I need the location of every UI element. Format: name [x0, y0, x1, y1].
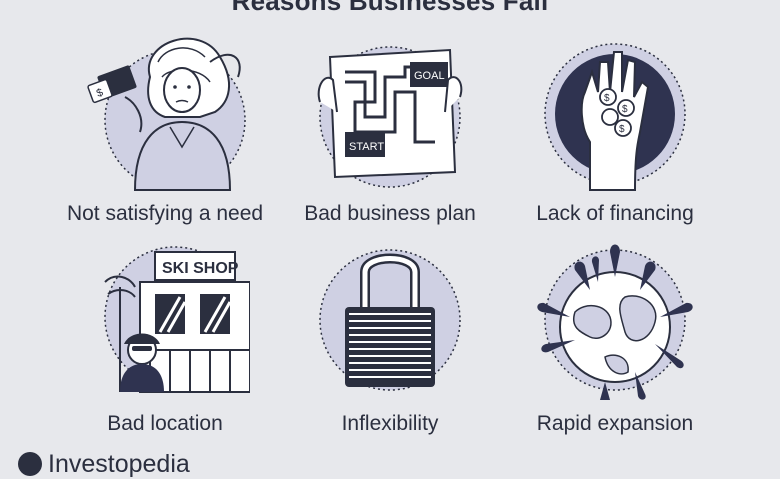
- reason-label: Inflexibility: [341, 412, 439, 435]
- brand-mark-icon: [18, 452, 42, 476]
- svg-text:$: $: [619, 124, 625, 135]
- person-holding-card-icon: $: [87, 37, 246, 191]
- svg-text:$: $: [622, 104, 628, 115]
- svg-text:SKI SHOP: SKI SHOP: [162, 260, 239, 277]
- reason-card-rapid-expansion: Rapid expansion: [505, 232, 725, 435]
- reason-card-bad-business-plan: START GOAL Bad business plan: [280, 22, 500, 225]
- reason-label: Bad location: [107, 412, 223, 435]
- reason-card-not-satisfying-need: $ Not satisfying a need: [55, 22, 275, 225]
- svg-text:$: $: [604, 93, 610, 104]
- svg-text:$: $: [95, 87, 105, 100]
- reason-card-inflexibility: Inflexibility: [280, 232, 500, 435]
- reason-card-bad-location: SKI SHOP Bad location: [55, 232, 275, 435]
- globe-with-pins-icon: [537, 244, 693, 400]
- svg-text:GOAL: GOAL: [414, 70, 445, 82]
- padlock-icon: [319, 249, 461, 391]
- investopedia-logo: Investopedia: [18, 449, 190, 478]
- svg-text:START: START: [349, 141, 384, 153]
- reason-card-lack-of-financing: $ $ $ Lack of financing: [505, 22, 725, 225]
- reason-label: Bad business plan: [304, 202, 476, 225]
- reason-label: Lack of financing: [536, 202, 694, 225]
- start-goal-maze-map-icon: START GOAL: [317, 46, 463, 188]
- page-title: Reasons Businesses Fail: [231, 0, 549, 16]
- reason-label: Not satisfying a need: [66, 202, 264, 225]
- ski-shop-storefront-icon: SKI SHOP: [104, 246, 250, 393]
- reason-label: Rapid expansion: [536, 412, 694, 435]
- hand-with-coins-icon: $ $ $: [544, 43, 686, 191]
- brand-name: Investopedia: [48, 449, 190, 478]
